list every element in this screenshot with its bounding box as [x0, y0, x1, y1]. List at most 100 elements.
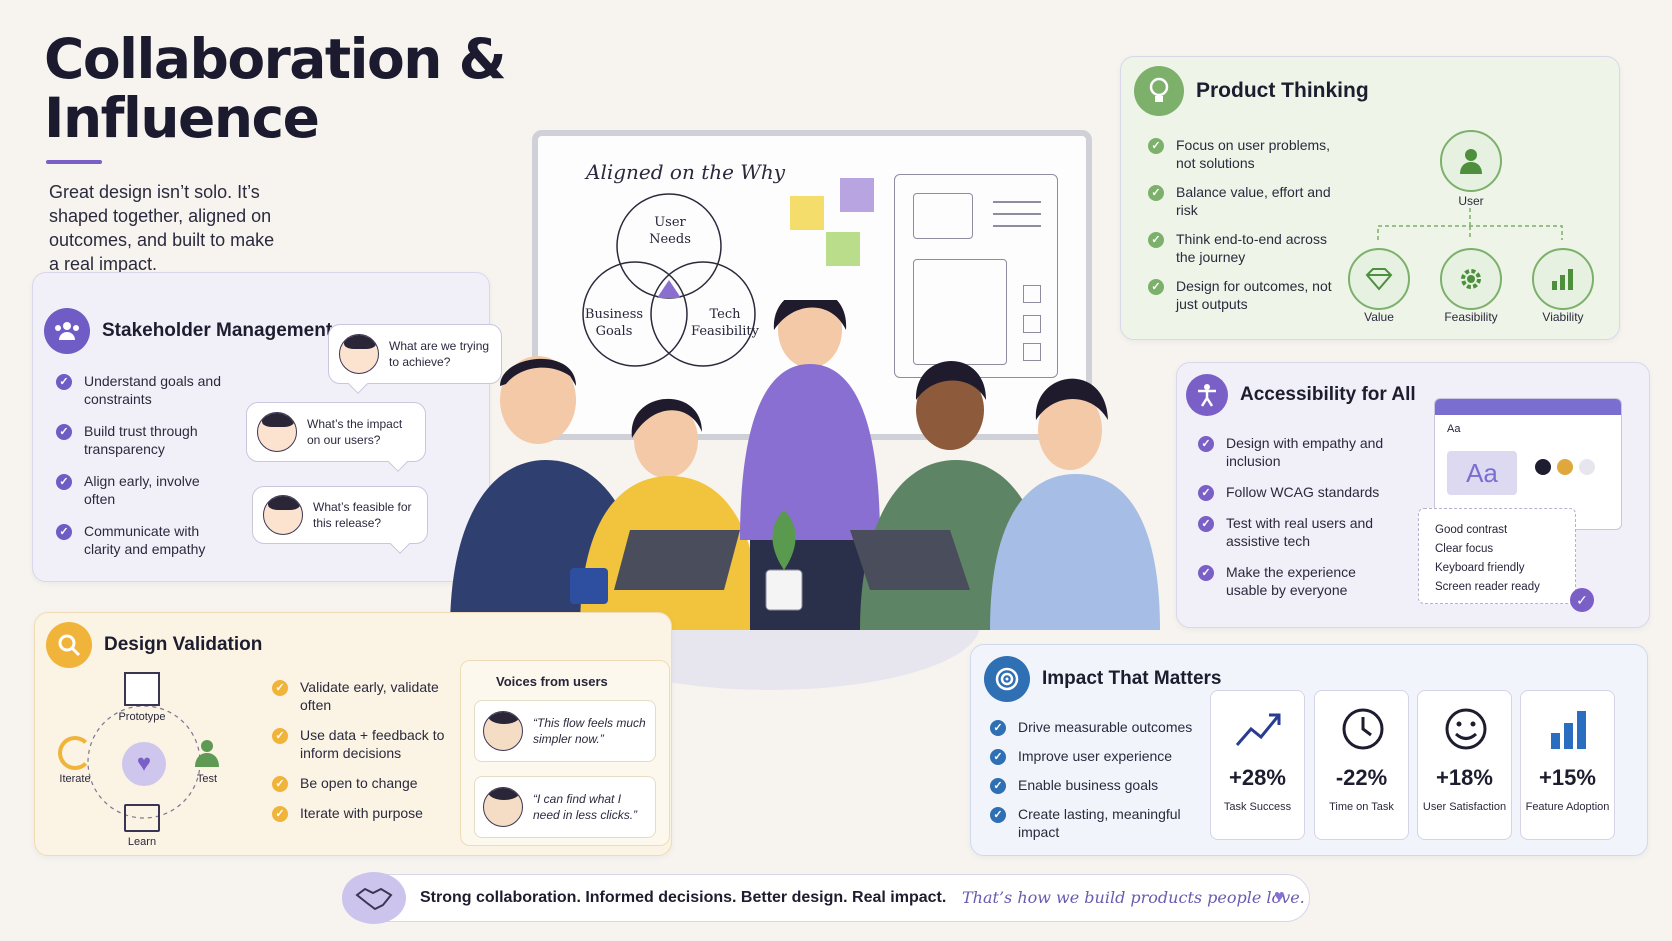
check-icon: ✓	[1148, 279, 1164, 295]
check-icon: ✓	[272, 680, 288, 696]
sticky-note	[790, 196, 824, 230]
cycle-label-prototype: Prototype	[118, 711, 166, 723]
list-item: ✓Build trust through transparency	[56, 422, 226, 458]
accessibility-list: ✓Design with empathy and inclusion ✓Foll…	[1198, 434, 1388, 599]
check-icon: ✓	[1148, 185, 1164, 201]
check-icon: ✓	[1198, 516, 1214, 532]
avatar	[483, 711, 523, 751]
cycle-label-learn: Learn	[127, 836, 157, 848]
bar-chart-icon	[1552, 269, 1573, 290]
list-item: ✓Communicate with clarity and empathy	[56, 522, 226, 558]
venn-label-business: Business Goals	[584, 307, 644, 339]
user-icon	[1460, 149, 1482, 174]
list-item: ✓Validate early, validate often	[272, 678, 452, 714]
clock-icon	[1342, 708, 1384, 750]
viability-node-label: Viability	[1542, 310, 1584, 324]
lightbulb-icon	[1134, 66, 1184, 116]
title-underline	[46, 160, 102, 164]
validation-title: Design Validation	[104, 634, 263, 655]
accessibility-title: Accessibility for All	[1240, 384, 1416, 405]
sticky-note	[826, 232, 860, 266]
list-item: ✓Improve user experience	[990, 747, 1200, 765]
accessibility-checklist: Good contrast Clear focus Keyboard frien…	[1418, 508, 1576, 604]
list-item: ✓Design with empathy and inclusion	[1198, 434, 1388, 470]
gear-icon	[1461, 269, 1481, 289]
list-item: ✓Iterate with purpose	[272, 804, 452, 822]
check-icon: ✓	[990, 749, 1006, 765]
heart-icon: ♥	[1274, 886, 1285, 906]
stat-card: -22% Time on Task	[1314, 690, 1409, 840]
prototype-icon	[124, 672, 160, 706]
list-item: ✓Design for outcomes, not just outputs	[1148, 277, 1348, 313]
check-icon: ✓	[1198, 485, 1214, 501]
bar-chart-icon	[1551, 711, 1586, 749]
user-node	[1440, 130, 1502, 192]
refresh-icon	[58, 736, 92, 770]
smiley-icon	[1445, 708, 1487, 750]
feasibility-node	[1440, 248, 1502, 310]
user-quote: “I can find what I need in less clicks.”	[474, 776, 656, 838]
target-icon	[984, 656, 1030, 702]
check-icon: ✓	[1198, 565, 1214, 581]
check-icon: ✓	[272, 728, 288, 744]
stat-card: +15% Feature Adoption	[1520, 690, 1615, 840]
book-icon	[124, 804, 160, 832]
accessibility-icon	[1186, 374, 1228, 416]
heart-icon: ♥	[122, 742, 166, 786]
check-icon: ✓	[272, 806, 288, 822]
impact-header: Impact That Matters	[984, 656, 1221, 702]
venn-label-user-needs: User Needs	[649, 215, 691, 247]
stakeholder-list: ✓Understand goals and constraints ✓Build…	[56, 372, 226, 558]
check-icon: ✓	[1198, 436, 1214, 452]
check-icon: ✓	[990, 778, 1006, 794]
color-swatches	[1535, 459, 1595, 475]
font-sample: Aa	[1447, 451, 1517, 495]
user-quote: “This flow feels much simpler now.”	[474, 700, 656, 762]
product-header: Product Thinking	[1134, 66, 1369, 116]
list-item: ✓Follow WCAG standards	[1198, 483, 1388, 501]
venn-label-tech: Tech Feasibility	[691, 307, 759, 339]
window-label: Aa	[1447, 423, 1461, 435]
footer-tagline: That’s how we build products people love…	[962, 888, 1305, 907]
magnifier-icon	[46, 622, 92, 668]
impact-list: ✓Drive measurable outcomes ✓Improve user…	[990, 718, 1200, 841]
checkmark-badge-icon: ✓	[1570, 588, 1594, 612]
stakeholder-header: Stakeholder Management	[44, 308, 332, 354]
value-node-label: Value	[1364, 310, 1394, 324]
speech-bubble: What’s feasible for this release?	[252, 486, 428, 554]
avatar	[483, 787, 523, 827]
cycle-label-test: Test	[196, 773, 218, 785]
stat-card: +18% User Satisfaction	[1417, 690, 1512, 840]
list-item: ✓Use data + feedback to inform decisions	[272, 726, 452, 762]
list-item: ✓Make the experience usable by everyone	[1198, 563, 1388, 599]
speech-bubble: What’s the impact on our users?	[246, 402, 426, 472]
people-icon	[44, 308, 90, 354]
speech-bubble: What are we trying to achieve?	[328, 324, 502, 394]
validation-header: Design Validation	[46, 622, 262, 668]
list-item: ✓Understand goals and constraints	[56, 372, 226, 408]
footer-statement: Strong collaboration. Informed decisions…	[420, 889, 947, 906]
venn-diagram	[582, 193, 756, 367]
check-icon: ✓	[56, 374, 72, 390]
team-illustration	[450, 300, 1160, 630]
check-icon: ✓	[56, 474, 72, 490]
list-item: ✓Think end-to-end across the journey	[1148, 230, 1348, 266]
title-line-1: Collaboration &	[44, 27, 507, 91]
intro-text: Great design isn’t solo. It’s shaped tog…	[49, 182, 275, 274]
check-icon: ✓	[1148, 232, 1164, 248]
check-icon: ✓	[56, 424, 72, 440]
value-node	[1348, 248, 1410, 310]
validation-list: ✓Validate early, validate often ✓Use dat…	[272, 678, 452, 822]
list-item: ✓Be open to change	[272, 774, 452, 792]
voices-title: Voices from users	[496, 674, 608, 689]
avatar	[257, 412, 297, 452]
check-icon: ✓	[272, 776, 288, 792]
check-icon: ✓	[56, 524, 72, 540]
stat-card: +28% Task Success	[1210, 690, 1305, 840]
whiteboard-heading: Aligned on the Why	[586, 160, 786, 184]
feasibility-node-label: Feasibility	[1444, 310, 1498, 324]
trend-up-icon	[1235, 713, 1281, 746]
viability-node	[1532, 248, 1594, 310]
avatar	[263, 495, 303, 535]
title-line-2: Influence	[44, 86, 320, 150]
